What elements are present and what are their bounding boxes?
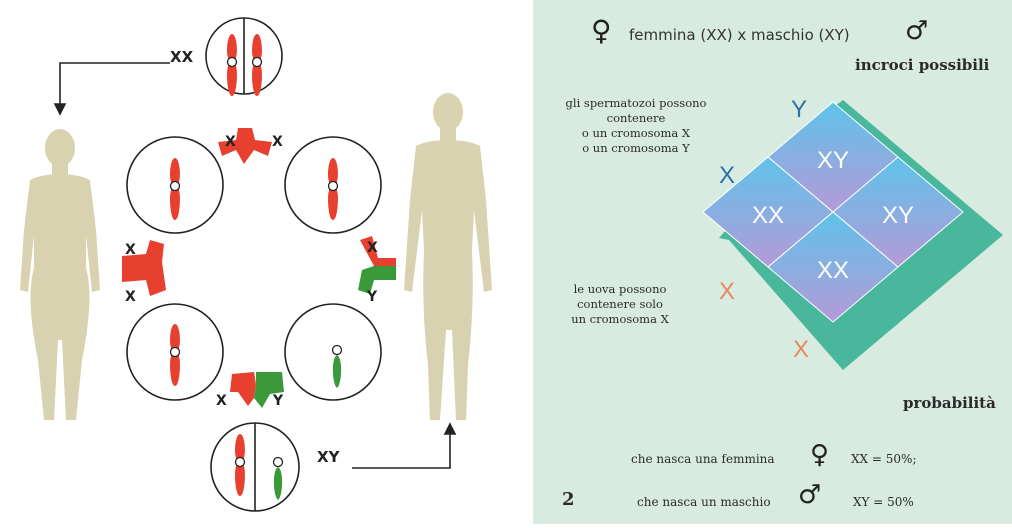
figure-number: 2: [562, 489, 575, 510]
cell-upper-right: [285, 137, 381, 233]
female-silhouette: [20, 129, 100, 420]
chromosome-cycle-diagram: XX XY X X X X X Y X Y: [0, 0, 515, 524]
label-right-split-bottom: Y: [366, 289, 378, 305]
punnett-grid: XY XX XY XX: [703, 90, 1012, 370]
egg-label-x: X: [719, 278, 735, 306]
arrow-to-male: [352, 424, 455, 468]
result-male-text: che nasca un maschio: [637, 495, 771, 509]
result-female-text: che nasca una femmina: [631, 452, 775, 466]
cell-lower-left: [127, 304, 223, 400]
male-symbol-icon: ♂: [905, 16, 928, 46]
label-top-split-right: X: [272, 134, 283, 150]
probability-panel: ♀ femmina (XX) x maschio (XY) ♂ incroci …: [533, 0, 1012, 524]
cell-lower-right: [285, 304, 381, 400]
bottom-cell: [211, 423, 299, 511]
result-male-value: XY = 50%: [853, 495, 914, 509]
male-silhouette: [404, 93, 492, 420]
sperm-label-y: Y: [791, 96, 807, 124]
cell-upper-left: [127, 137, 223, 233]
label-top-pair: XX: [170, 48, 194, 66]
grid-cell: XY: [882, 202, 914, 229]
top-cell: [206, 18, 282, 96]
sperm-label-x: X: [719, 162, 735, 190]
label-bottom-split-right: Y: [272, 393, 284, 409]
arrow-to-female: [55, 63, 170, 114]
probability-heading: probabilità: [903, 394, 996, 412]
label-left-split-top: X: [125, 242, 136, 258]
grid-cell: XX: [752, 202, 784, 229]
egg-note: le uova possono contenere solo un cromos…: [545, 282, 695, 327]
label-bottom-split-left: X: [216, 393, 227, 409]
cycle-svg: XX XY X X X X X Y X Y: [0, 0, 515, 524]
egg-note-line: un cromosoma X: [545, 312, 695, 327]
female-symbol-icon: ♀: [591, 14, 612, 47]
label-right-split-top: X: [367, 240, 378, 256]
grid-cell: XX: [817, 257, 849, 284]
cross-title: femmina (XX) x maschio (XY): [629, 26, 850, 44]
label-left-split-bottom: X: [125, 289, 136, 305]
male-symbol-icon: ♂: [798, 480, 821, 510]
egg-note-line: contenere solo: [545, 297, 695, 312]
label-bottom-pair: XY: [317, 448, 341, 466]
subtitle-crossings: incroci possibili: [855, 56, 989, 74]
egg-label-x: X: [793, 336, 809, 364]
grid-cell: XY: [817, 147, 849, 174]
egg-note-line: le uova possono: [545, 282, 695, 297]
female-symbol-icon: ♀: [810, 440, 829, 470]
label-top-split-left: X: [225, 134, 236, 150]
result-female-value: XX = 50%;: [851, 452, 916, 466]
